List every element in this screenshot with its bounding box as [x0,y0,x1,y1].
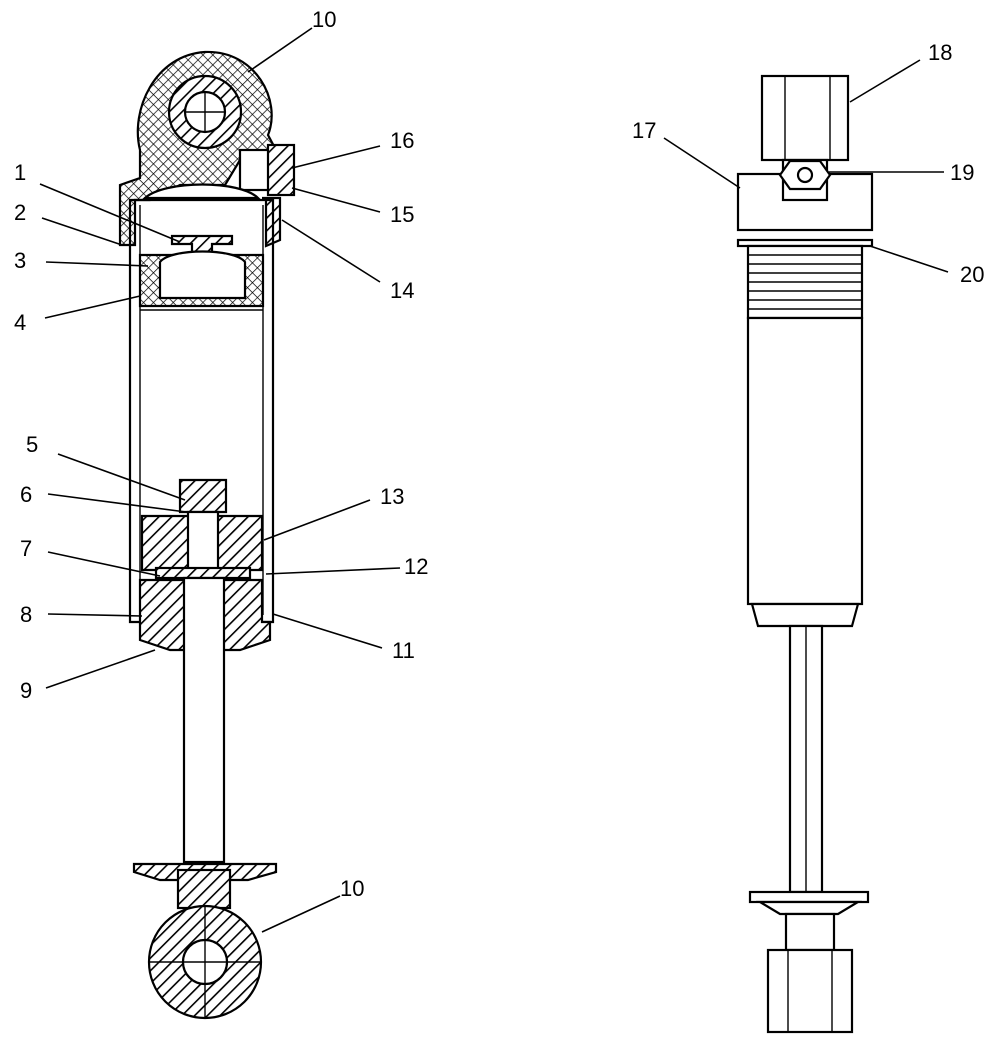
callout-1: 1 [14,160,26,185]
callout-13: 13 [380,484,404,509]
callout-15: 15 [390,202,414,227]
callout-5: 5 [26,432,38,457]
callout-labels: 10 16 1 2 15 3 14 4 5 6 13 7 12 8 11 9 1… [14,7,984,901]
callout-14: 14 [390,278,414,303]
callout-4: 4 [14,310,26,335]
callout-16: 16 [390,128,414,153]
callout-17: 17 [632,118,656,143]
callout-9: 9 [20,678,32,703]
cross-section-view [118,50,296,1020]
callout-3: 3 [14,248,26,273]
shock-cylinder [746,316,864,606]
leader-lines [39,27,949,933]
bumper-plate [748,890,870,904]
thread-lines [748,254,862,310]
callout-11: 11 [392,638,415,663]
bottom-threaded-insert [176,868,232,910]
callout-2: 2 [14,200,26,225]
callout-18: 18 [928,40,952,65]
shock-body-outer [128,198,275,624]
piston-nut [178,478,228,514]
body-collar [262,196,282,248]
callout-20: 20 [960,262,984,287]
callout-19: 19 [950,160,974,185]
callout-6: 6 [20,482,32,507]
piston-shaft [182,576,226,864]
bottom-eyelet-exterior [766,948,854,1034]
callout-7: 7 [20,536,32,561]
reservoir-valve-cap [266,143,296,197]
callout-8: 8 [20,602,32,627]
exterior-view [736,74,874,1034]
callout-10-bottom: 10 [340,876,364,901]
callout-10-top: 10 [312,7,336,32]
top-eyelet-block [760,74,850,162]
callout-12: 12 [404,554,428,579]
piston-washer [154,566,252,580]
